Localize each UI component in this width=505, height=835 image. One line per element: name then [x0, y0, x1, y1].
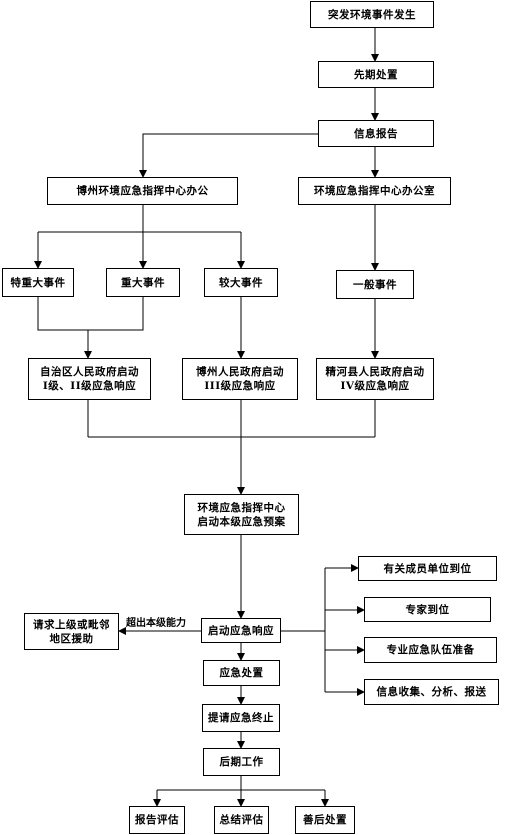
node-request-termination: 提请应急终止 [202, 704, 280, 732]
node-region-gov: 自治区人民政府启动 I级、II级应急响应 [28, 358, 151, 400]
node-level-4: 一般事件 [336, 270, 414, 299]
node-summary-evaluation: 总结评估 [214, 806, 269, 834]
node-initial-handling: 先期处置 [318, 61, 434, 88]
node-event-occurs: 突发环境事件发生 [310, 1, 434, 28]
node-bozhou-office: 博州环境应急指挥中心办公 [47, 177, 238, 205]
node-request-support: 请求上级或毗邻 地区援助 [24, 613, 119, 650]
node-report-evaluation: 报告评估 [129, 806, 185, 834]
node-info-report: 信息报告 [318, 120, 434, 147]
node-teams-ready: 专业应急队伍准备 [364, 637, 497, 663]
node-recovery: 善后处置 [295, 806, 355, 834]
node-emergency-handling: 应急处置 [203, 660, 280, 686]
node-start-response: 启动应急响应 [201, 618, 281, 643]
node-level-3: 较大事件 [204, 268, 278, 297]
label-beyond-capacity: 超出本级能力 [126, 618, 186, 629]
node-command-center: 环境应急指挥中心 启动本级应急预案 [184, 494, 299, 535]
node-info-collect: 信息收集、分析、报送 [364, 679, 499, 705]
node-level-1: 特重大事件 [2, 268, 74, 297]
node-experts-arrive: 专家到位 [364, 597, 491, 622]
node-jinghe-gov: 精河县人民政府启动 IV级应急响应 [316, 358, 434, 400]
node-env-office: 环境应急指挥中心办公室 [298, 177, 451, 205]
node-aftermath-work: 后期工作 [203, 748, 280, 776]
node-level-2: 重大事件 [106, 268, 180, 297]
node-bozhou-gov: 博州人民政府启动 III级应急响应 [182, 358, 298, 400]
node-units-arrive: 有关成员单位到位 [358, 556, 497, 581]
